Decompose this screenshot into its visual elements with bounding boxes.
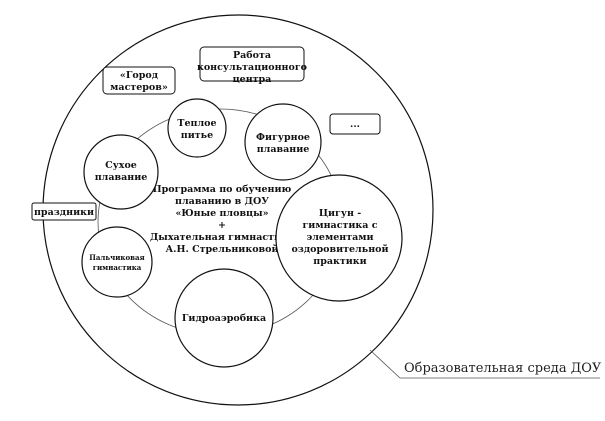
node-qigong: Цигун - гимнастика с элементами оздорови… — [275, 174, 403, 302]
node-label: плавание — [95, 172, 148, 183]
box-holidays: праздники — [31, 202, 97, 221]
node-finger-gym: Пальчиковая гимнастика — [81, 226, 153, 298]
node-warm-drink: Теплое питье — [167, 98, 227, 158]
center-line: Программа по обучению — [153, 184, 292, 195]
node-label: гимнастика — [93, 263, 142, 272]
node-circle — [167, 98, 227, 158]
box-gorod-masterov: «Город мастеров» — [102, 66, 176, 95]
box-label: консультационного — [197, 62, 307, 73]
environment-caption: Образовательная среда ДОУ — [404, 361, 602, 376]
box-rect — [329, 113, 381, 135]
node-label: элементами — [306, 232, 373, 243]
node-label: Теплое — [177, 118, 216, 129]
box-consult-center: Работа консультационного центра — [197, 46, 307, 85]
node-circle — [81, 226, 153, 298]
center-line: Дыхательная гимнастика — [150, 232, 294, 243]
node-label: Цигун - — [319, 208, 361, 219]
node-label: практики — [313, 256, 366, 267]
box-rect — [199, 46, 305, 82]
node-circle — [174, 268, 274, 368]
node-label: плавание — [257, 144, 310, 155]
box-rect — [102, 66, 176, 95]
node-circle — [244, 103, 322, 181]
box-label: Работа — [233, 50, 271, 61]
caption-leader-line — [369, 349, 600, 379]
node-label: оздоровительной — [291, 244, 388, 255]
node-hydroaerobics: Гидроаэробика — [174, 268, 274, 368]
node-label: Пальчиковая — [89, 253, 144, 262]
node-label: питье — [181, 130, 213, 141]
node-label: Фигурное — [256, 132, 310, 143]
node-circle — [83, 134, 159, 210]
center-line: плаванию в ДОУ — [175, 196, 269, 207]
node-figure-swim: Фигурное плавание — [244, 103, 322, 181]
node-label: Сухое — [105, 160, 137, 171]
node-label: гимнастика с — [302, 220, 377, 231]
center-line: «Юные пловцы» — [175, 208, 268, 219]
node-dry-swim: Сухое плавание — [83, 134, 159, 210]
box-label: мастеров» — [110, 82, 168, 93]
box-rect — [31, 202, 97, 221]
center-line: + — [218, 220, 226, 231]
node-label: Гидроаэробика — [182, 313, 266, 324]
box-label: ... — [350, 119, 360, 130]
center-line: А.Н. Стрельниковой — [165, 244, 278, 255]
box-label: центра — [233, 74, 272, 85]
box-more: ... — [329, 113, 381, 135]
box-label: «Город — [120, 70, 158, 81]
node-circle — [275, 174, 403, 302]
center-program: Программа по обучению плаванию в ДОУ «Юн… — [150, 184, 294, 255]
box-label: праздники — [34, 207, 94, 218]
